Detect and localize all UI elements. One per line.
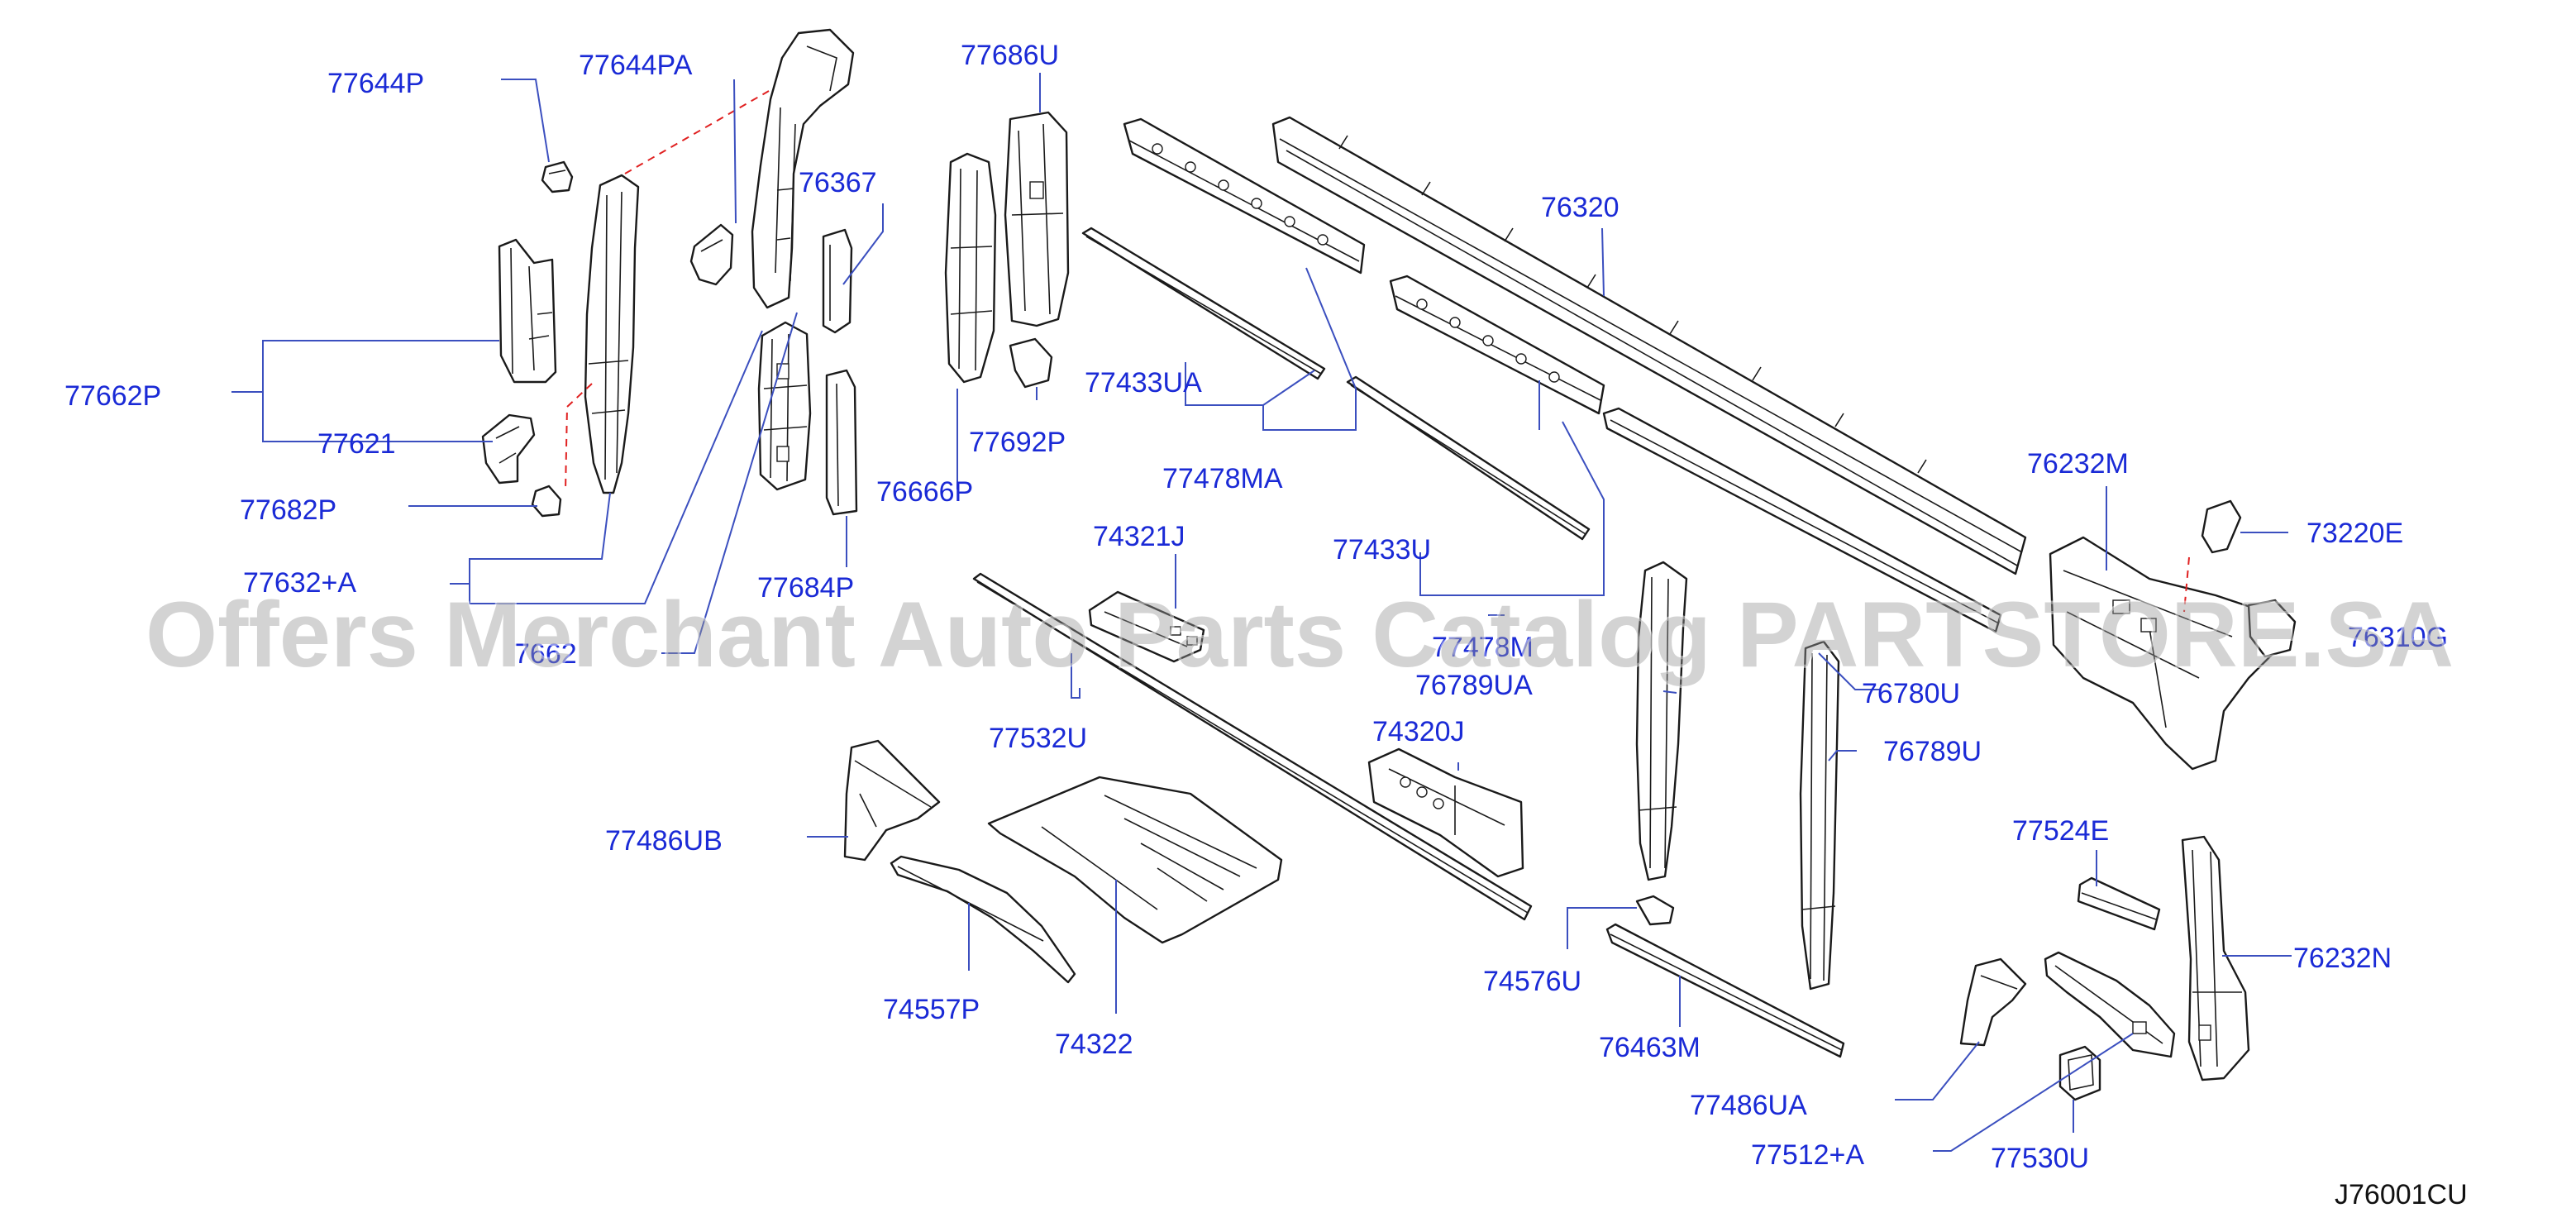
label-76310G[interactable]: 76310G (2348, 622, 2448, 653)
label-76320[interactable]: 76320 (1541, 192, 1620, 223)
label-77433U[interactable]: 77433U (1333, 534, 1431, 566)
part-76232M (2049, 536, 2283, 771)
label-74322[interactable]: 74322 (1055, 1029, 1133, 1060)
label-7662-partial[interactable]: 7662 (514, 638, 577, 670)
part-77621 (481, 413, 536, 485)
part-77512A (2044, 951, 2176, 1058)
part-77530U (2058, 1045, 2101, 1101)
part-77486UB (843, 739, 941, 862)
part-77478MA (1123, 117, 1366, 275)
part-74576U (1635, 895, 1675, 926)
part-labels: 77644P 77644PA 77686U 76367 76320 77662P… (64, 40, 2448, 1174)
label-77433UA[interactable]: 77433UA (1085, 367, 1202, 399)
watermark-text: Offers Merchant Auto Parts Catalog PARTS… (145, 583, 2454, 686)
label-76463M[interactable]: 76463M (1599, 1032, 1701, 1063)
part-74322 (987, 776, 1283, 944)
label-77532U[interactable]: 77532U (989, 723, 1087, 754)
label-77692P[interactable]: 77692P (969, 427, 1066, 458)
label-76232M[interactable]: 76232M (2027, 448, 2129, 480)
label-76367[interactable]: 76367 (799, 167, 877, 198)
part-77644PA-cap (689, 223, 734, 286)
label-77684P[interactable]: 77684P (757, 572, 854, 604)
part-77692P (1009, 337, 1053, 389)
part-76789UA (1635, 561, 1688, 881)
label-77478M-partial[interactable]: 77478M (1432, 632, 1534, 663)
label-77682P[interactable]: 77682P (240, 494, 336, 526)
part-74321J (1088, 590, 1205, 663)
label-76232N[interactable]: 76232N (2293, 943, 2392, 974)
part-77433U (1346, 375, 1591, 541)
part-77632A (584, 174, 640, 494)
part-76463M (1605, 923, 1845, 1058)
part-77524E (2077, 876, 2161, 931)
part-77644PA (751, 28, 855, 309)
part-76320 (1271, 116, 2027, 575)
label-77486UB[interactable]: 77486UB (605, 825, 723, 857)
part-76780U (1602, 407, 2002, 633)
label-76789U[interactable]: 76789U (1883, 736, 1982, 767)
part-drawings (481, 28, 2297, 1101)
alignment-lines (565, 90, 2190, 613)
leader-lines (231, 73, 2292, 1152)
part-7662 (757, 321, 812, 491)
part-77684P (825, 369, 858, 516)
label-77530U[interactable]: 77530U (1991, 1143, 2089, 1174)
part-73220E (2201, 499, 2242, 554)
label-73220E[interactable]: 73220E (2306, 518, 2403, 549)
label-74576U[interactable]: 74576U (1483, 966, 1581, 997)
label-77644PA[interactable]: 77644PA (579, 50, 693, 81)
label-77512A[interactable]: 77512+A (1751, 1139, 1864, 1171)
label-77486UA[interactable]: 77486UA (1690, 1090, 1807, 1121)
label-74320J[interactable]: 74320J (1372, 716, 1465, 747)
part-74320J (1367, 747, 1524, 878)
label-77644P[interactable]: 77644P (327, 68, 424, 99)
label-76789UA[interactable]: 76789UA (1415, 670, 1533, 701)
part-76232N (2181, 835, 2250, 1081)
part-76310G (2247, 599, 2297, 658)
part-77662P (498, 238, 557, 384)
part-77486UA (1959, 957, 2027, 1047)
label-77621[interactable]: 77621 (317, 428, 396, 460)
part-77433UA (1081, 227, 1326, 380)
diagram-code: J76001CU (2335, 1179, 2468, 1210)
label-77632A[interactable]: 77632+A (243, 567, 356, 599)
part-77682P (531, 485, 562, 518)
label-77478MA[interactable]: 77478MA (1162, 463, 1283, 494)
label-77662P[interactable]: 77662P (64, 380, 161, 412)
part-77532U (972, 572, 1533, 921)
label-76666P[interactable]: 76666P (876, 476, 973, 508)
part-76789U (1799, 640, 1840, 991)
part-77478M (1389, 275, 1605, 415)
part-76666P (944, 152, 997, 384)
label-74321J[interactable]: 74321J (1093, 521, 1185, 552)
label-77524E[interactable]: 77524E (2012, 815, 2109, 847)
part-77644P (541, 160, 574, 193)
label-77686U[interactable]: 77686U (961, 40, 1059, 71)
label-74557P[interactable]: 74557P (883, 994, 980, 1025)
part-77686U (1004, 111, 1070, 327)
part-74557P (890, 855, 1076, 984)
label-76780U[interactable]: 76780U (1862, 678, 1960, 709)
part-76367 (822, 228, 853, 334)
